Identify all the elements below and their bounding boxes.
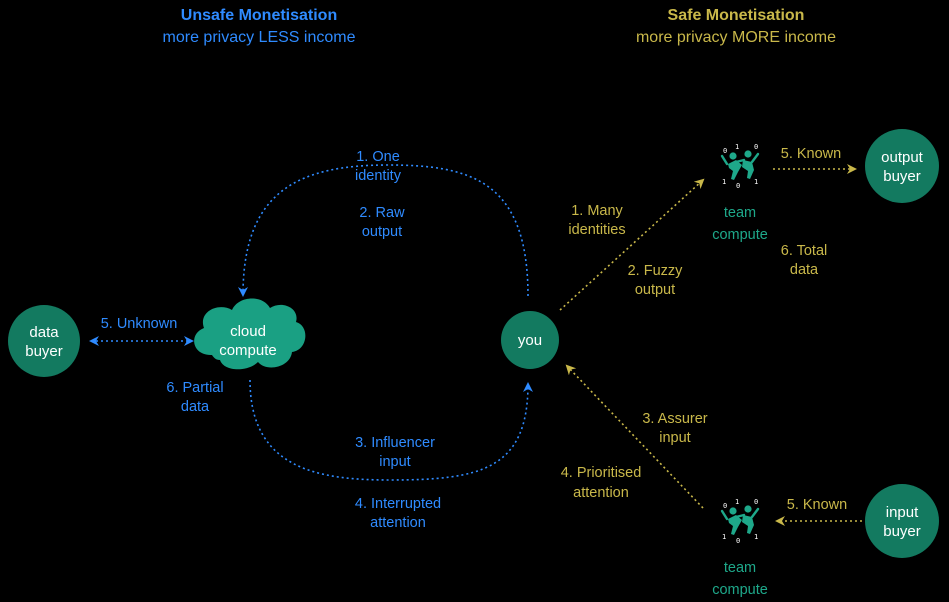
safe-edge-labels: 1. Many identities 2. Fuzzy output 3. As… [561,146,848,513]
label-assurer-input-2: input [659,430,690,446]
label-many-identities-2: identities [568,222,625,238]
label-assurer-input-1: 3. Assurer [642,411,707,427]
team-compute-icon [720,496,760,547]
data-buyer-label-1: data [29,324,59,341]
label-one-identity-2: identity [355,168,402,184]
you-node: you [501,311,559,369]
label-known-input: 5. Known [787,497,847,513]
label-many-identities-1: 1. Many [571,203,623,219]
team-bottom-label-2: compute [712,582,768,598]
cloud-compute-node: cloud compute [194,298,306,370]
label-interrupted-attention-1: 4. Interrupted [355,496,441,512]
team-compute-bottom-node: team compute [712,496,768,598]
input-buyer-node: input buyer [865,484,939,558]
safe-title: Safe Monetisation [668,7,805,24]
label-raw-output-1: 2. Raw [359,205,405,221]
unsafe-subtitle: more privacy LESS income [163,29,356,46]
cloud-icon [194,298,306,370]
you-label: you [518,332,542,349]
label-partial-data-1: 6. Partial [166,380,223,396]
label-prioritised-attention-2: attention [573,485,629,501]
data-buyer-node: data buyer [8,305,80,377]
label-total-data-1: 6. Total [781,243,828,259]
output-buyer-node: output buyer [865,129,939,203]
label-raw-output-2: output [362,224,402,240]
label-fuzzy-output-1: 2. Fuzzy [628,263,684,279]
team-top-label-2: compute [712,227,768,243]
input-buyer-label-1: input [886,504,919,521]
label-partial-data-2: data [181,399,210,415]
label-influencer-input-1: 3. Influencer [355,435,435,451]
safe-subtitle: more privacy MORE income [636,29,836,46]
input-buyer-label-2: buyer [883,523,921,540]
label-total-data-2: data [790,262,819,278]
label-known-output: 5. Known [781,146,841,162]
team-top-label-1: team [724,205,756,221]
unsafe-title: Unsafe Monetisation [181,7,337,24]
label-unknown: 5. Unknown [101,316,178,332]
team-compute-icon [720,141,760,192]
unsafe-edge-labels: 1. One identity 2. Raw output 3. Influen… [101,149,441,531]
edge-cloud-to-you [249,379,533,481]
label-one-identity-1: 1. One [356,149,400,165]
cloud-label-1: cloud [230,323,266,340]
label-fuzzy-output-2: output [635,282,675,298]
output-buyer-label-1: output [881,149,924,166]
edge-you-to-team-top [559,178,705,311]
cloud-label-2: compute [219,342,277,359]
edge-you-to-cloud [238,164,529,297]
output-buyer-label-2: buyer [883,168,921,185]
label-influencer-input-2: input [379,454,410,470]
data-buyer-label-2: buyer [25,343,63,360]
team-compute-top-node: team compute [712,141,768,243]
label-prioritised-attention-1: 4. Prioritised [561,465,642,481]
team-bottom-label-1: team [724,560,756,576]
label-interrupted-attention-2: attention [370,515,426,531]
